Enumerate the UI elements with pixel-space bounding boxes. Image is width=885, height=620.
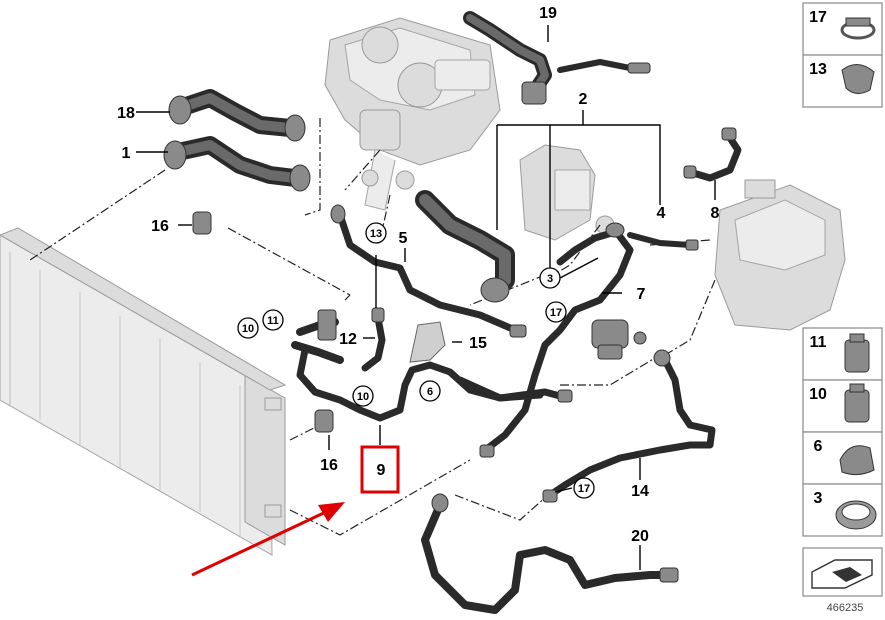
callout-18: 18: [117, 105, 135, 122]
leader-lines: [136, 25, 716, 570]
legend-6: 6: [814, 438, 823, 455]
coolant-reservoir: [519, 144, 615, 241]
callout-1: 1: [122, 145, 131, 162]
callout-17-circled-lower: 17: [578, 483, 590, 495]
callout-5: 5: [399, 230, 408, 247]
callout-19: 19: [539, 5, 557, 22]
callout-20: 20: [631, 528, 649, 545]
callout-11-circled: 11: [267, 315, 279, 327]
radiator: [0, 227, 287, 556]
callout-14: 14: [631, 483, 649, 500]
number-labels: 18 1 16 19 2 4 8 5 12 15 7 16 14 20: [117, 5, 719, 545]
callout-17-circled-upper: 17: [550, 307, 562, 319]
callout-8: 8: [711, 205, 720, 222]
callout-3-circled: 3: [547, 273, 553, 285]
callout-13-circled: 13: [370, 228, 382, 240]
highlighted-callout-9: 9: [360, 445, 400, 494]
legend-top: 17 13: [802, 2, 883, 108]
engine-unit: [324, 17, 501, 211]
callout-12: 12: [339, 331, 357, 348]
callout-16-upper: 16: [151, 218, 169, 235]
callout-10-circled-left: 10: [242, 323, 254, 335]
circled-callouts: 13 3 17 11 10 10 6 17: [237, 222, 595, 499]
callout-2: 2: [579, 91, 588, 108]
callout-16-lower: 16: [320, 457, 338, 474]
legend-17: 17: [809, 9, 827, 26]
electric-pump: [591, 319, 647, 360]
callout-15: 15: [469, 335, 487, 352]
diagram-reference-number: 466235: [827, 602, 864, 614]
legend-3: 3: [814, 490, 823, 507]
callout-9: 9: [377, 462, 386, 479]
legend-10: 10: [809, 386, 827, 403]
callout-10-circled-lower: 10: [357, 391, 369, 403]
red-arrow: [191, 502, 345, 577]
expansion-tank: [714, 179, 846, 331]
legend-13: 13: [809, 61, 827, 78]
callout-6-circled: 6: [427, 386, 433, 398]
callout-7: 7: [637, 286, 646, 303]
legend-11: 11: [810, 334, 827, 351]
legend-bottom: 11 10 6 3: [802, 327, 883, 597]
callout-4: 4: [657, 205, 666, 222]
hoses: [163, 11, 742, 614]
